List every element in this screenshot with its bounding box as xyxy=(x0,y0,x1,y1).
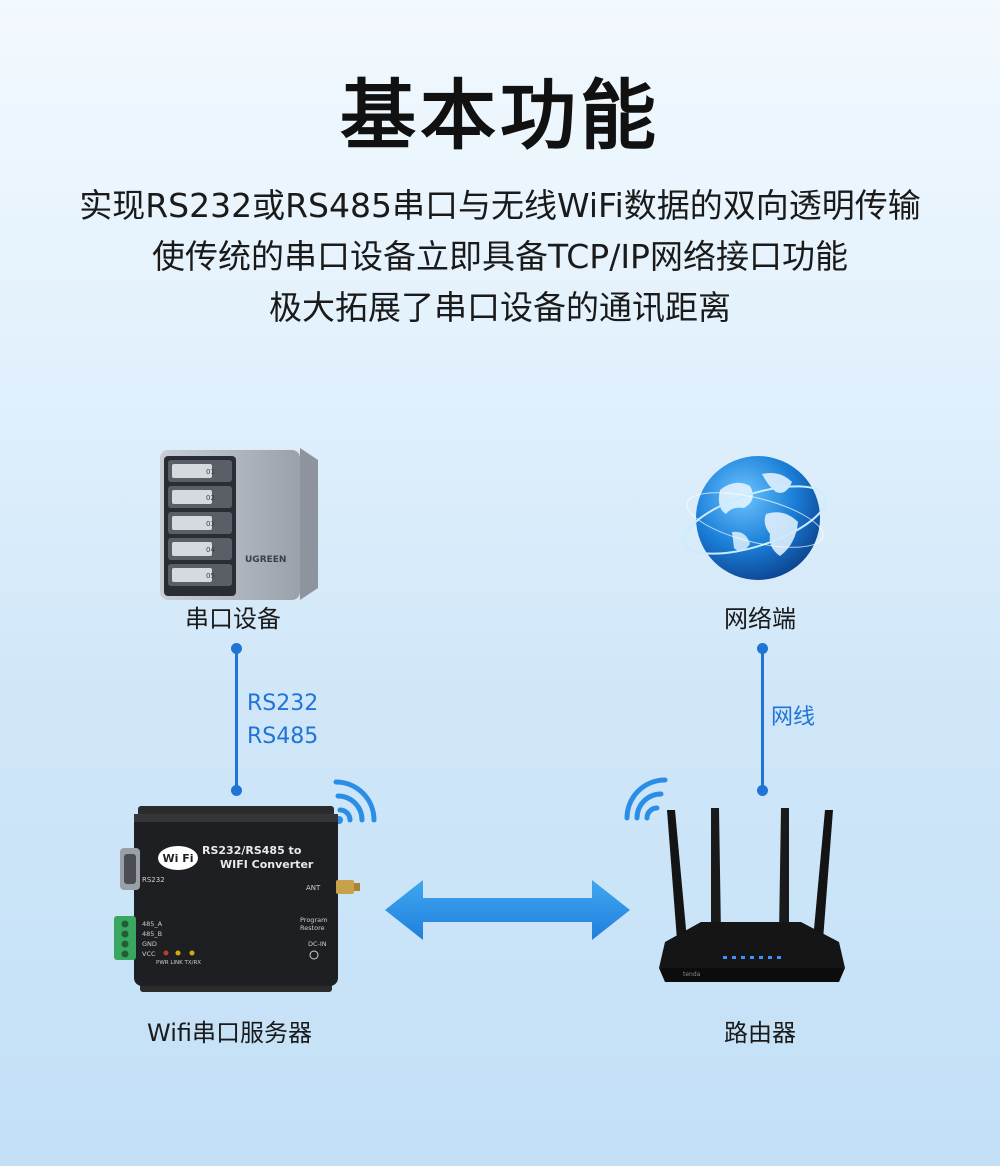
router-led xyxy=(750,956,754,959)
router-led xyxy=(723,956,727,959)
network-link-label: 网线 xyxy=(771,705,816,730)
serial-link-bottom-dot xyxy=(231,785,242,796)
drive-bay-number: 05 xyxy=(206,572,215,580)
router-led xyxy=(732,956,736,959)
subtitle-line-2: 使传统的串口设备立即具备TCP/IP网络接口功能 xyxy=(152,237,848,276)
serial-device-icon: 01 02 03 04 05 UGREEN xyxy=(160,448,318,600)
server-port-label: RS232 xyxy=(142,876,165,884)
drive-bay-number: 04 xyxy=(206,546,215,554)
server-title-line1: RS232/RS485 to xyxy=(202,844,302,857)
terminal-label: 485_A xyxy=(142,920,163,928)
serial-link-line xyxy=(235,648,238,790)
terminal-label: 485_B xyxy=(142,930,162,938)
router-led xyxy=(777,956,781,959)
server-dcin-label: DC-IN xyxy=(308,940,327,948)
server-led-labels: PWR LINK TX/RX xyxy=(156,960,201,966)
serial-link-label-rs485: RS485 xyxy=(247,724,319,749)
network-link-line xyxy=(761,648,764,790)
router-brand: tenda xyxy=(683,971,701,978)
server-label: Wifi串口服务器 xyxy=(147,1019,312,1047)
globe-icon xyxy=(683,456,827,580)
network-link-bottom-dot xyxy=(757,785,768,796)
drive-bay-handle xyxy=(172,542,212,556)
drive-bay-handle xyxy=(172,490,212,504)
page-title: 基本功能 xyxy=(340,71,660,160)
drive-bay-handle xyxy=(172,516,212,530)
wifi-signal-icon xyxy=(333,779,377,823)
drive-bay-handle xyxy=(172,568,212,582)
server-title-line2: WIFI Converter xyxy=(220,858,314,871)
router-led xyxy=(759,956,763,959)
router-icon: tenda xyxy=(624,777,845,982)
router-led xyxy=(741,956,745,959)
serial-device-label: 串口设备 xyxy=(185,605,281,633)
terminal-label: GND xyxy=(142,940,157,948)
server-logo: Wi Fi xyxy=(162,852,193,865)
drive-bay-number: 03 xyxy=(206,520,215,528)
wifi-serial-server-icon: Wi Fi RS232/RS485 to WIFI Converter RS23… xyxy=(114,779,377,992)
drive-bay-number: 02 xyxy=(206,494,215,502)
drive-bay-handle xyxy=(172,464,212,478)
server-ant-label: ANT xyxy=(306,884,321,892)
router-signal-icon xyxy=(624,777,668,821)
server-program-label: Program xyxy=(300,916,327,924)
serial-device-brand: UGREEN xyxy=(245,555,286,565)
network-label: 网络端 xyxy=(724,605,796,633)
serial-link-label-rs232: RS232 xyxy=(247,691,319,716)
router-label: 路由器 xyxy=(724,1019,796,1047)
router-led xyxy=(768,956,772,959)
terminal-label: VCC xyxy=(142,950,156,958)
subtitle-line-3: 极大拓展了串口设备的通讯距离 xyxy=(269,288,731,327)
bidirectional-arrow-icon xyxy=(385,880,630,940)
server-restore-label: Restore xyxy=(300,924,325,932)
drive-bay-number: 01 xyxy=(206,468,215,476)
subtitle-line-1: 实现RS232或RS485串口与无线WiFi数据的双向透明传输 xyxy=(79,186,921,225)
